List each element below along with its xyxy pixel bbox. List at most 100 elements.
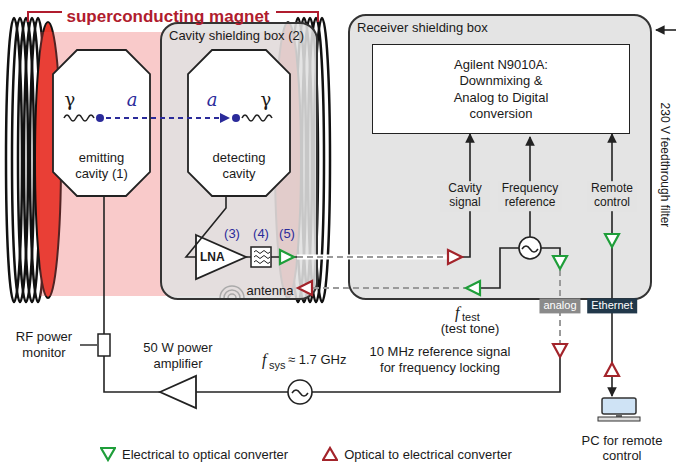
computer-icon: PC for remote control xyxy=(572,396,672,464)
callout-number: (5) xyxy=(279,226,295,242)
amplifier-triangle: 50 W power amplifier xyxy=(160,376,196,408)
antenna-waves xyxy=(220,286,244,298)
frequency-symbol: f xyxy=(262,350,266,369)
directional-coupler xyxy=(98,334,110,356)
signal-connector xyxy=(104,196,160,392)
converter-symbol xyxy=(323,448,337,460)
frequency-value: ≈ 1.7 GHz xyxy=(288,352,346,368)
optical-fiber xyxy=(297,257,560,343)
oscillator-symbol xyxy=(288,380,312,404)
legend-text: Optical to electrical converter xyxy=(344,447,512,462)
signal-connector xyxy=(611,134,613,396)
axion-symbol: a xyxy=(127,89,138,111)
photon-axion-conversion xyxy=(242,115,272,121)
photon-axion-conversion xyxy=(106,117,229,119)
triangle-outline xyxy=(160,376,196,408)
antenna-waves xyxy=(228,294,236,298)
oscillator-symbol xyxy=(288,237,541,404)
triangle-outline xyxy=(196,235,246,279)
port-label: Cavity signal xyxy=(440,181,490,211)
photon-axion-conversion xyxy=(96,114,104,122)
link-tag: Ethernet xyxy=(587,298,637,313)
photon-symbol: γ xyxy=(261,89,272,111)
legend-swatch xyxy=(322,446,338,462)
photon-symbol: γ xyxy=(65,89,76,111)
converter-symbol xyxy=(466,281,480,295)
signal-connector xyxy=(246,134,470,257)
photon-axion-conversion xyxy=(64,114,272,122)
feedthrough-label: 230 V feedthrough filter xyxy=(658,103,672,228)
signal-wire xyxy=(656,29,676,31)
axion-symbol: a xyxy=(207,89,218,111)
node-label: 50 W power amplifier xyxy=(136,340,220,373)
amplifier-triangle-outline xyxy=(160,376,196,408)
node-label: Cavity shielding box (2) xyxy=(169,28,304,44)
converter-symbol xyxy=(605,363,619,376)
directional-coupler xyxy=(98,334,110,356)
antenna-label: antenna xyxy=(247,283,294,299)
callout-number: (4) xyxy=(253,226,269,242)
legend-item: Electrical to optical converter xyxy=(100,446,288,462)
monitor-shape xyxy=(602,398,636,414)
bandpass-filter xyxy=(251,247,271,267)
link-tag: analog xyxy=(539,298,580,313)
optical-fiber xyxy=(313,287,465,289)
node-label: Receiver shielding box xyxy=(357,20,488,36)
converter-symbol xyxy=(553,344,567,357)
oscillator-symbol xyxy=(292,390,308,396)
bandpass-filter xyxy=(254,261,270,264)
optical-fiber xyxy=(297,256,447,258)
legend-swatch xyxy=(100,446,116,462)
converter-symbol xyxy=(298,281,312,295)
node-label: superconducting magnet xyxy=(40,6,296,27)
legend-text: Electrical to optical converter xyxy=(122,447,288,462)
legend: Electrical to optical converter Optical t… xyxy=(100,445,512,463)
octagon-outline xyxy=(188,50,290,196)
node-label: LNA xyxy=(200,250,225,265)
photon-axion-conversion xyxy=(64,115,94,121)
signal-connector xyxy=(186,196,226,257)
port-label: Remote control xyxy=(587,181,637,211)
cavity-octagon: emitting cavity (1) xyxy=(53,50,150,196)
signal-wire xyxy=(80,30,676,392)
title-bracket xyxy=(276,12,318,22)
shielding-box: Cavity shielding box (2) detecting cavity… xyxy=(160,22,318,300)
signal-wire xyxy=(541,248,560,256)
node-label: Agilent N9010A: Downmixing & Analog to D… xyxy=(442,57,560,122)
antenna-waves xyxy=(224,290,240,298)
signal-wire xyxy=(196,391,288,393)
oscillator-symbol xyxy=(522,246,538,252)
photon-axion-conversion xyxy=(232,114,240,122)
port-label: Frequency reference xyxy=(498,181,562,211)
title-bracket xyxy=(28,12,62,22)
antenna-waves xyxy=(220,286,244,298)
optical-fiber xyxy=(297,255,447,260)
legend-item: Optical to electrical converter xyxy=(322,446,512,462)
signal-note: 10 MHz reference signal for frequency lo… xyxy=(363,344,518,375)
bandpass-filter xyxy=(254,256,270,259)
callout-number: (3) xyxy=(224,226,240,242)
node-label: detecting cavity xyxy=(200,150,278,183)
node-label: PC for remote control xyxy=(572,433,672,464)
amplifier-triangle: LNA xyxy=(196,235,246,279)
analyzer-box: Agilent N9010A: Downmixing & Analog to D… xyxy=(372,44,630,134)
frequency-symbol: f xyxy=(455,303,459,322)
node-label: emitting cavity (1) xyxy=(65,150,138,183)
keyboard-shape xyxy=(598,417,640,421)
converter-symbol xyxy=(553,256,567,269)
signal-note: (test tone) xyxy=(441,321,500,337)
oscillator-symbol xyxy=(519,237,541,259)
bandpass-filter xyxy=(254,251,270,254)
signal-wire xyxy=(481,248,519,288)
converter-symbol xyxy=(448,250,462,264)
converter-symbol xyxy=(280,250,294,264)
converter-symbol xyxy=(280,234,619,376)
converter-symbol xyxy=(605,234,619,247)
signal-wire xyxy=(80,344,97,345)
monitor-label: RF power monitor xyxy=(11,329,77,360)
